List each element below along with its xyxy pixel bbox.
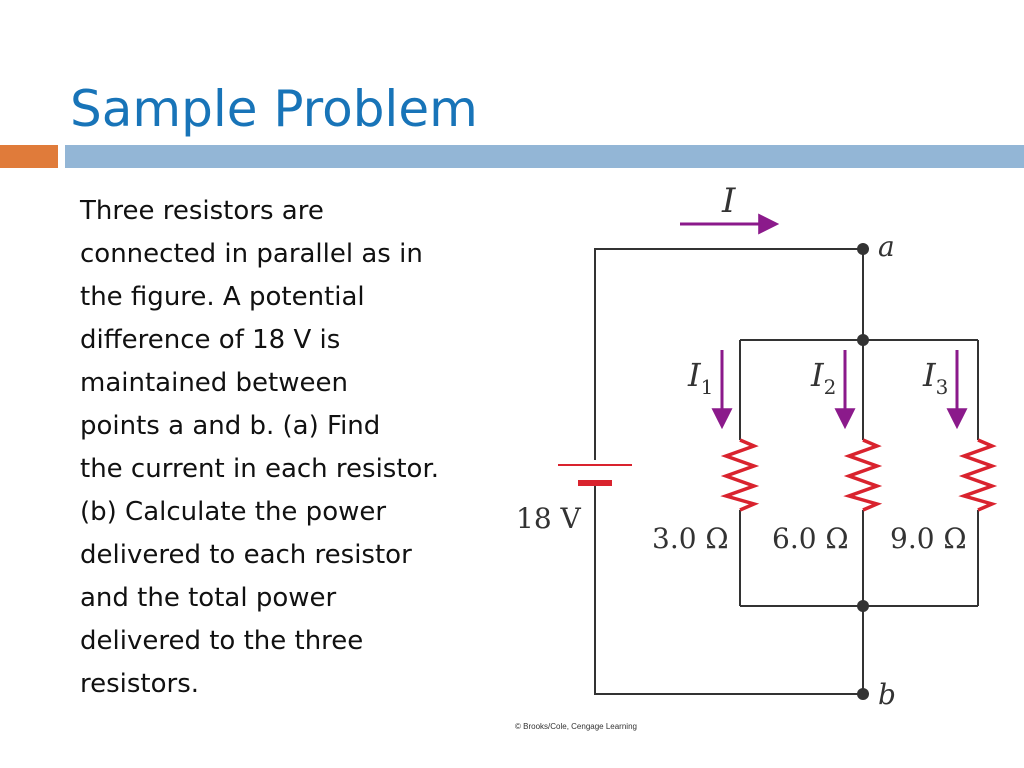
battery-symbol bbox=[558, 464, 632, 486]
title-accent-bar bbox=[0, 145, 58, 168]
node-b-dot bbox=[857, 688, 869, 700]
problem-text: Three resistors are connected in paralle… bbox=[80, 190, 510, 706]
problem-line: delivered to each resistor bbox=[80, 540, 412, 570]
problem-line: (b) Calculate the power bbox=[80, 497, 387, 527]
resistor-3-zigzag bbox=[958, 438, 998, 512]
problem-line: the current in each resistor. bbox=[80, 454, 440, 484]
node-b-label: b bbox=[878, 678, 896, 711]
circuit-diagram: 18 V 3.0 Ω 6.0 Ω 9.0 Ω I I1 I2 I3 a b © … bbox=[515, 181, 998, 731]
branch-3-current-subscript: 3 bbox=[936, 375, 949, 399]
circuit-wires bbox=[594, 248, 979, 695]
main-current-label: I bbox=[721, 181, 736, 221]
problem-line: and the total power bbox=[80, 583, 337, 613]
branch-3-current-label: I3 bbox=[922, 356, 948, 399]
branch-2-current-subscript: 2 bbox=[824, 375, 837, 399]
slide-title: Sample Problem bbox=[70, 80, 478, 138]
problem-line: maintained between bbox=[80, 368, 348, 398]
problem-line: the figure. A potential bbox=[80, 282, 365, 312]
problem-line: delivered to the three bbox=[80, 626, 364, 656]
branch-3-current-symbol: I bbox=[922, 356, 937, 394]
branch-1-current-label: I1 bbox=[687, 356, 713, 399]
circuit-nodes bbox=[857, 243, 869, 700]
upper-junction-dot bbox=[857, 334, 869, 346]
node-a-label: a bbox=[878, 230, 895, 263]
branch-2-current-symbol: I bbox=[810, 356, 825, 394]
resistance-label-1: 3.0 Ω bbox=[652, 522, 729, 555]
resistor-2-zigzag bbox=[843, 438, 883, 512]
resistance-label-2: 6.0 Ω bbox=[772, 522, 849, 555]
problem-line: Three resistors are bbox=[80, 196, 324, 226]
branch-2-current-label: I2 bbox=[810, 356, 836, 399]
resistance-label-3: 9.0 Ω bbox=[890, 522, 967, 555]
resistors bbox=[720, 438, 998, 512]
title-rule-bar bbox=[65, 145, 1024, 168]
top-wire bbox=[594, 248, 863, 460]
problem-line: points a and b. (a) Find bbox=[80, 411, 381, 441]
branch-1-current-symbol: I bbox=[687, 356, 702, 394]
resistor-1-zigzag bbox=[720, 438, 760, 512]
lower-junction-dot bbox=[857, 600, 869, 612]
branch-1-current-subscript: 1 bbox=[701, 375, 714, 399]
problem-line: connected in parallel as in bbox=[80, 239, 423, 269]
problem-line: resistors. bbox=[80, 669, 200, 699]
problem-line: difference of 18 V is bbox=[80, 325, 341, 355]
node-a-dot bbox=[857, 243, 869, 255]
battery-label: 18 V bbox=[516, 502, 582, 535]
bottom-wire bbox=[594, 485, 863, 695]
image-credit: © Brooks/Cole, Cengage Learning bbox=[515, 722, 637, 731]
